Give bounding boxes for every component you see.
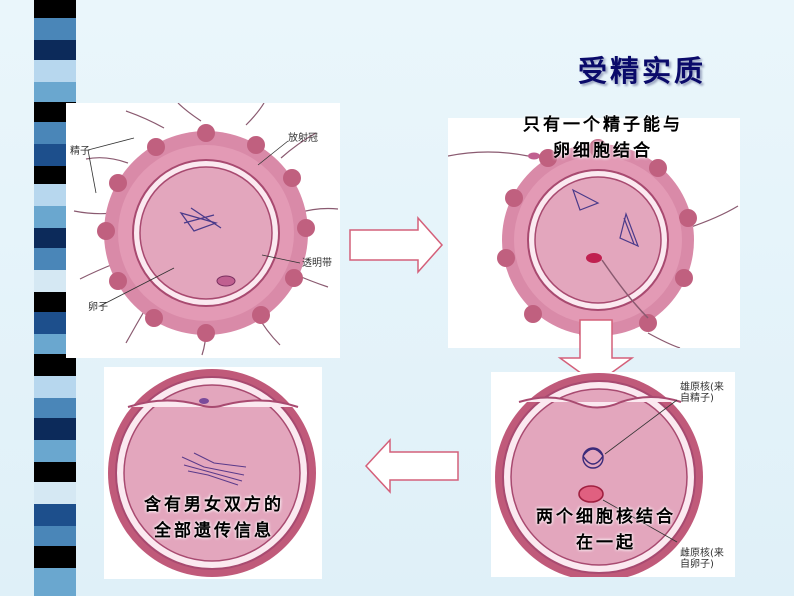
label-female-pronucleus: 雌原核(来 自卵子) bbox=[680, 548, 724, 570]
egg-diagram-panel: 精子 放射冠 透明带 卵子 bbox=[66, 103, 340, 358]
label-male-line-2: 自精子) bbox=[680, 393, 714, 404]
fertilization-panel: 只有一个精子能与 卵细胞结合 bbox=[448, 115, 740, 348]
pronuclei-fusion-illustration bbox=[495, 373, 703, 577]
caption-only-one-sperm: 只有一个精子能与 卵细胞结合 bbox=[488, 112, 718, 164]
caption-line-2: 全部遗传信息 bbox=[154, 521, 274, 541]
caption-nuclei-combine: 两个细胞核结合 在一起 bbox=[511, 504, 701, 556]
caption-line-2: 在一起 bbox=[576, 533, 636, 553]
zygote-panel: 含有男女双方的 全部遗传信息 bbox=[104, 367, 322, 579]
label-corona-radiata: 放射冠 bbox=[288, 133, 318, 144]
label-male-pronucleus: 雄原核(来 自精子) bbox=[680, 382, 724, 404]
label-female-line-2: 自卵子) bbox=[680, 559, 714, 570]
egg-with-sperm-illustration bbox=[73, 103, 339, 356]
arrow-right bbox=[349, 216, 444, 274]
sperm-entering-egg-illustration bbox=[448, 139, 739, 348]
label-egg: 卵子 bbox=[88, 302, 108, 313]
decorative-strip bbox=[34, 0, 76, 596]
arrow-left bbox=[364, 438, 459, 494]
label-zona-pellucida: 透明带 bbox=[302, 258, 332, 269]
zygote-illustration bbox=[108, 369, 316, 577]
caption-line-1: 含有男女双方的 bbox=[144, 495, 284, 515]
label-female-line-1: 雌原核(来 bbox=[680, 548, 724, 559]
caption-line-1: 两个细胞核结合 bbox=[536, 507, 676, 527]
label-sperm: 精子 bbox=[70, 146, 90, 157]
caption-line-1: 只有一个精子能与 bbox=[523, 115, 683, 135]
arrow-down bbox=[557, 319, 635, 385]
caption-genetic-info: 含有男女双方的 全部遗传信息 bbox=[114, 492, 314, 544]
caption-line-2: 卵细胞结合 bbox=[553, 141, 653, 161]
pronuclei-panel: 雄原核(来 自精子) 雌原核(来 自卵子) 两个细胞核结合 在一起 bbox=[491, 372, 735, 577]
slide-title: 受精实质 bbox=[578, 54, 707, 88]
label-male-line-1: 雄原核(来 bbox=[680, 382, 724, 393]
